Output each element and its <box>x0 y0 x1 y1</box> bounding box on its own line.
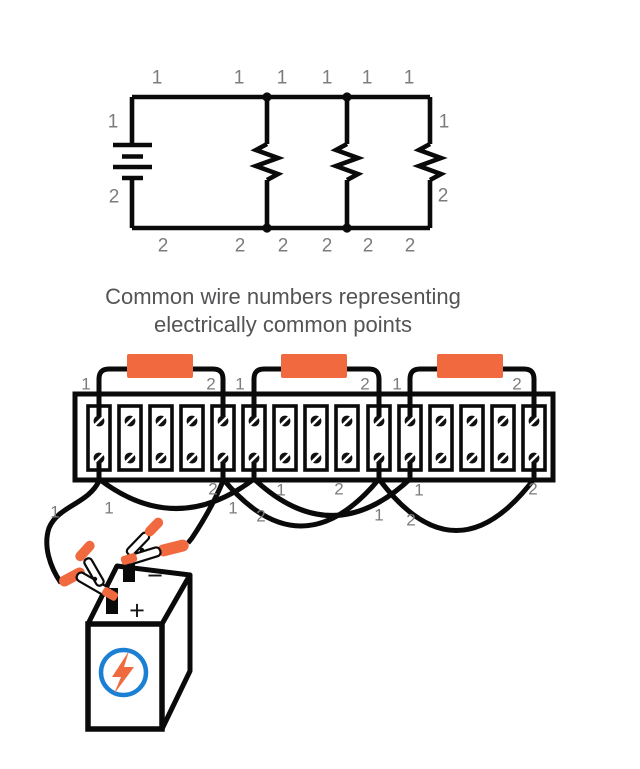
battery-logo <box>98 647 149 698</box>
resistor-symbol <box>249 141 448 183</box>
wire-label: 2 <box>360 374 370 394</box>
minus-sign: − <box>147 560 163 591</box>
lightning-icon <box>112 651 134 694</box>
wire-label: 2 <box>334 479 344 499</box>
resistor-component-1 <box>127 354 193 378</box>
wire-label: 2 <box>404 235 416 257</box>
junction-dot <box>342 223 352 233</box>
wire-label: 2 <box>362 235 374 257</box>
wire-label: 1 <box>276 67 288 89</box>
wire-label: 2 <box>208 479 218 499</box>
wire-label: 1 <box>392 374 402 394</box>
wire-label: 2 <box>437 185 449 207</box>
wire-label: 1 <box>233 67 245 89</box>
schematic-diagram <box>113 92 448 233</box>
wire1-arc-c <box>251 458 413 518</box>
wire-label: 2 <box>406 510 416 530</box>
schematic-wires <box>129 94 433 231</box>
wire1-arc-a <box>96 458 257 511</box>
wire-label: 1 <box>414 480 424 500</box>
wire-label: 1 <box>403 67 415 89</box>
terminal-strip <box>72 391 556 483</box>
clip-jaw-tip <box>101 587 119 601</box>
clip-jaw-tip <box>120 553 138 565</box>
wire2-battery-lead <box>186 458 226 545</box>
wire-label: 1 <box>81 374 91 394</box>
caption-line-2: electrically common points <box>154 312 412 337</box>
wire-label: 1 <box>107 111 119 133</box>
clip-pivot <box>92 576 98 582</box>
resistor-components <box>127 354 503 378</box>
wire-label: 2 <box>234 235 246 257</box>
wire-label: 1 <box>276 480 286 500</box>
wire-label: 2 <box>277 235 289 257</box>
clip-jaw-upper <box>83 557 105 587</box>
wire-label: 2 <box>512 374 522 394</box>
battery-symbol <box>113 142 152 181</box>
alligator-clip-positive <box>58 540 119 601</box>
wire-label: 2 <box>256 506 266 526</box>
wire-label: 2 <box>157 235 169 257</box>
wire-label: 2 <box>108 186 120 208</box>
clip-handle-grip <box>144 517 164 537</box>
wire-label: 1 <box>438 111 450 133</box>
clip-pivot <box>139 547 145 553</box>
resistor-component-3 <box>437 354 503 378</box>
junction-dot <box>342 92 352 102</box>
clip-handle-grip <box>75 540 95 562</box>
wire-label: 1 <box>151 67 163 89</box>
wire1-battery-lead <box>44 458 102 585</box>
wire2-arc-d <box>376 458 537 533</box>
junction-dot <box>262 92 272 102</box>
wire-label: 1 <box>50 502 60 522</box>
caption-line-1: Common wire numbers representing <box>105 284 461 309</box>
alligator-clip-negative <box>120 517 189 566</box>
wire-label: 1 <box>228 498 238 518</box>
junction-dots <box>262 92 352 233</box>
wire2-arc-b <box>220 458 382 529</box>
wire-label: 2 <box>321 235 333 257</box>
wire-label: 1 <box>321 67 333 89</box>
resistor-component-2 <box>281 354 347 378</box>
clip-wire-boot <box>157 539 189 557</box>
wire-label: 1 <box>235 374 245 394</box>
wire-label: 1 <box>104 498 114 518</box>
hookup-wires <box>44 366 537 585</box>
junction-dot <box>262 223 272 233</box>
battery-illustration <box>85 556 193 732</box>
wire-label: 1 <box>361 67 373 89</box>
wire-label: 1 <box>374 505 384 525</box>
plus-sign: + <box>129 595 145 626</box>
wire-label: 2 <box>206 374 216 394</box>
wire-label: 2 <box>528 479 538 499</box>
